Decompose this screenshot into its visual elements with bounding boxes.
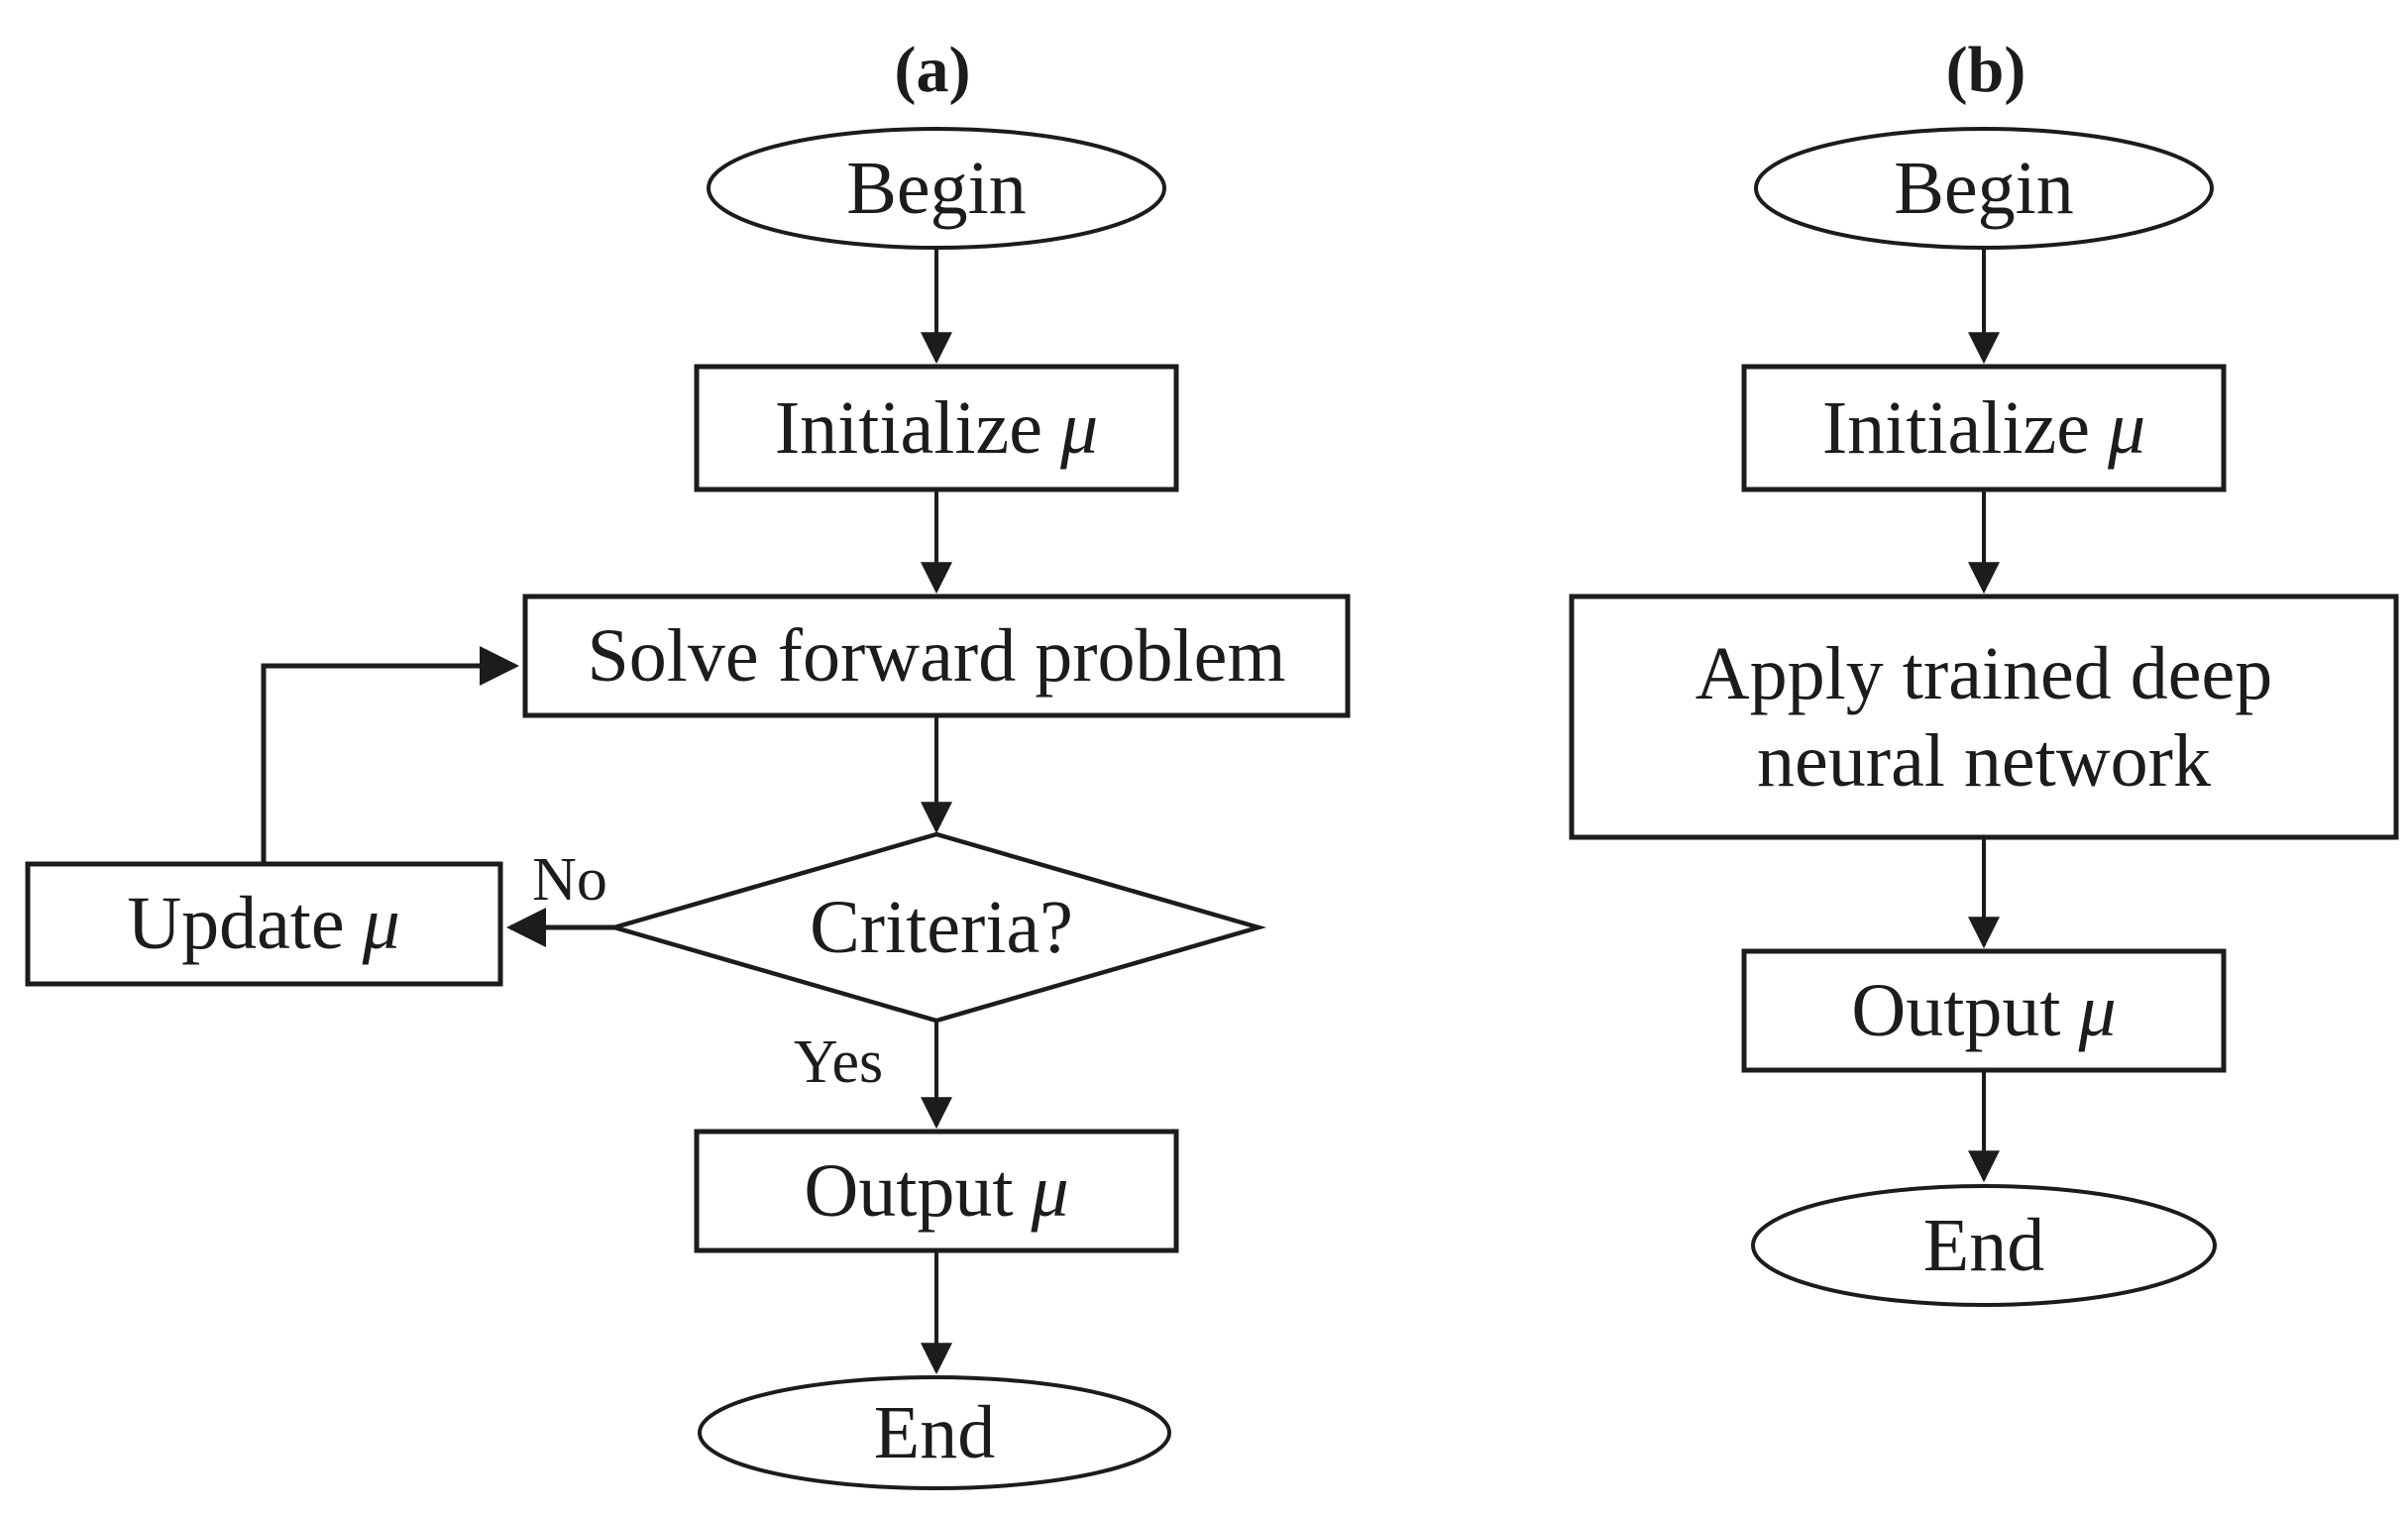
edge-update-solve-loop-a [261, 646, 519, 864]
yes-branch-label-a: Yes [794, 1029, 883, 1096]
update-box-a [25, 861, 503, 987]
panel-a-label: (a) [895, 34, 971, 106]
initialize-box-b [1741, 364, 2227, 492]
end-terminal-b-text: End [1923, 1204, 2044, 1287]
output-box-b [1741, 948, 2227, 1073]
no-branch-label-a: No [532, 846, 607, 914]
begin-terminal-b-text: Begin [1894, 147, 2074, 230]
apply-network-box-b-text-line1: Apply trained deep [1696, 632, 2272, 715]
end-terminal-a [698, 1375, 1171, 1490]
panel-b-label: (b) [1946, 34, 2026, 106]
begin-terminal-a-text: Begin [846, 147, 1027, 230]
solve-box-a-text: Solve forward problem [588, 614, 1286, 698]
apply-network-box-b-text-line2: neural network [1757, 719, 2211, 803]
output-box-a [694, 1129, 1179, 1253]
end-terminal-a-text: End [874, 1391, 995, 1474]
initialize-box-a [694, 364, 1179, 492]
apply-network-box-b [1569, 594, 2399, 840]
end-terminal-b [1751, 1184, 2217, 1307]
solve-box-a [522, 594, 1351, 718]
criteria-diamond-a-text: Criteria? [810, 886, 1073, 969]
